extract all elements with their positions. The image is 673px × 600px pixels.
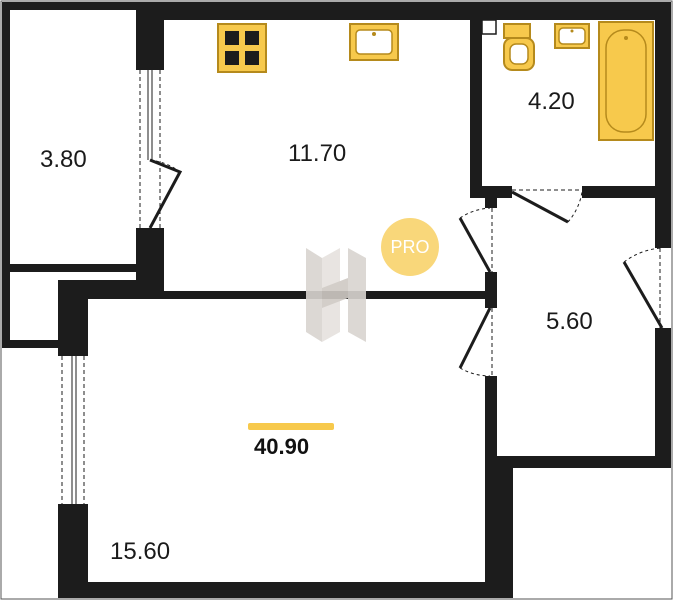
wall-living-left-top [58, 280, 88, 356]
room-area-living-room: 15.60 [110, 538, 171, 565]
room-balcony [10, 10, 136, 264]
wall-balcony-bottom [2, 264, 140, 272]
window-living [59, 356, 87, 504]
total-area-bar [248, 423, 334, 430]
pro-badge: PRO [381, 218, 439, 276]
door-kitchen-arc [459, 207, 491, 219]
door-bathroom-opening [512, 186, 582, 198]
windows [59, 70, 163, 504]
door-kitchen-leaf [458, 217, 492, 273]
door-living-arc [459, 367, 491, 377]
toilet-icon [503, 23, 535, 71]
wall-balcony-small-left [2, 264, 10, 348]
room-area-kitchen: 11.70 [288, 140, 347, 167]
h-logo-icon [306, 248, 366, 342]
kitchen-sink-icon [349, 23, 399, 61]
door-living-opening [485, 308, 497, 376]
total-area: 40.90 [254, 434, 310, 459]
room-area-balcony: 3.80 [40, 146, 87, 173]
wall-balcony-top [2, 2, 138, 10]
stove-icon [217, 23, 267, 73]
wall-balcony-small-bottom [2, 340, 62, 348]
door-balcony-arc [149, 159, 181, 173]
wall-balcony-left [2, 2, 10, 272]
shaft-icon [481, 19, 497, 35]
room-balcony-small [10, 272, 58, 340]
wall-living-bottom [58, 582, 513, 598]
wall-top [136, 2, 671, 20]
wall-living-right [485, 456, 513, 598]
room-fills [10, 10, 655, 582]
wall-right-lower [655, 328, 671, 466]
door-bathroom-arc [567, 191, 583, 223]
bathroom-sink-icon [554, 23, 590, 49]
wall-hall-bottom [485, 456, 671, 468]
wall-right [655, 2, 671, 248]
wall-hall-left-b [485, 272, 497, 308]
wall-bathroom-left [470, 2, 482, 198]
door-bathroom-leaf [511, 190, 569, 224]
door-entrance-leaf [622, 261, 664, 329]
room-area-hallway: 5.60 [546, 308, 593, 335]
room-kitchen-ext [470, 198, 485, 291]
wall-hall-left-c [485, 376, 497, 466]
door-kitchen-opening [485, 208, 497, 272]
doors [148, 158, 671, 377]
wall-kitchen-left-lower [136, 228, 164, 288]
door-living-leaf [458, 307, 492, 369]
wall-hall-left-a [485, 196, 497, 208]
door-entrance-opening [655, 248, 671, 328]
window-balcony-door [137, 70, 163, 228]
wall-bathroom-bottom-left [470, 186, 512, 198]
wall-kitchen-bottom [256, 291, 496, 299]
bathtub-icon [598, 21, 654, 141]
wall-bathroom-bottom-right [582, 186, 671, 198]
room-area-bathroom: 4.20 [528, 88, 575, 115]
room-hallway [497, 198, 655, 456]
room-living [88, 299, 485, 582]
